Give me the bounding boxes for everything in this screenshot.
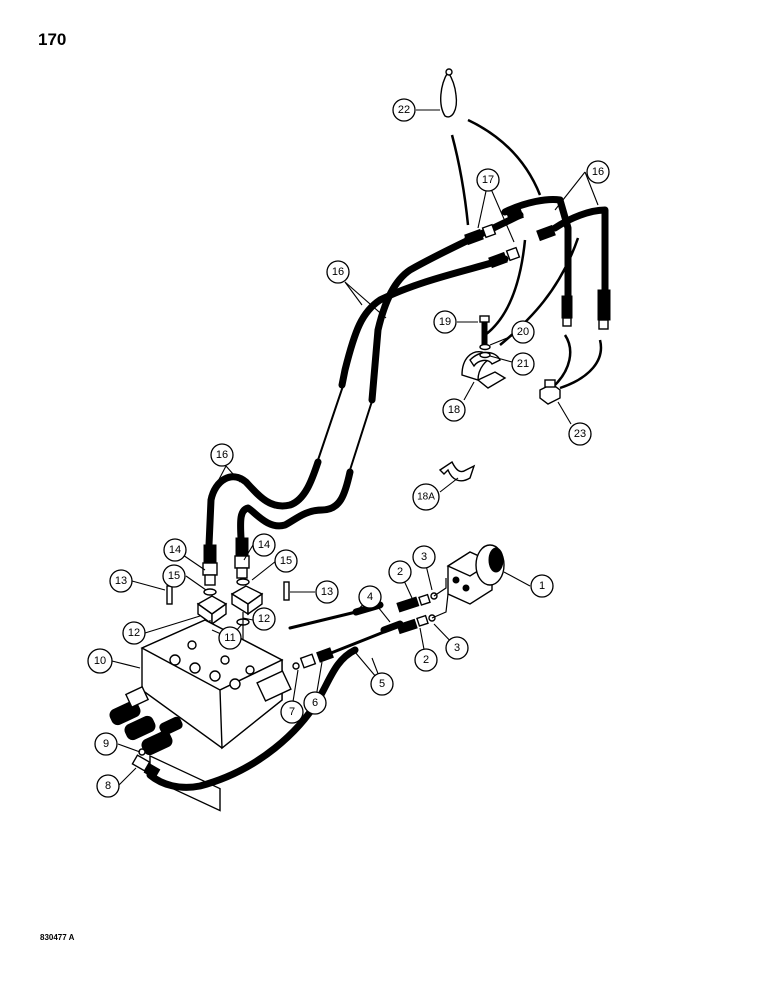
callout-19: 19 (433, 310, 457, 334)
svg-text:18A: 18A (417, 492, 435, 503)
svg-text:13: 13 (115, 575, 127, 587)
svg-text:17: 17 (482, 174, 494, 186)
callout-14: 14 (252, 533, 276, 557)
callout-3: 3 (412, 545, 436, 569)
svg-text:6: 6 (312, 697, 318, 709)
callout-1: 1 (530, 574, 554, 598)
callout-16: 16 (586, 160, 610, 184)
callout-15: 15 (274, 549, 298, 573)
svg-text:19: 19 (439, 316, 451, 328)
callout-2: 2 (388, 560, 412, 584)
callout-15: 15 (162, 564, 186, 588)
svg-text:13: 13 (321, 586, 333, 598)
callout-11: 11 (218, 626, 242, 650)
callout-8: 8 (96, 774, 120, 798)
svg-text:18: 18 (448, 404, 460, 416)
svg-text:4: 4 (367, 591, 373, 603)
callout-23: 23 (568, 422, 592, 446)
callout-18a: 18A (412, 483, 440, 511)
svg-text:16: 16 (592, 166, 604, 178)
figure-code: 830477 A (40, 933, 75, 942)
cap-23 (539, 379, 561, 405)
callout-16: 16 (326, 260, 350, 284)
svg-text:21: 21 (517, 358, 529, 370)
svg-text:3: 3 (421, 551, 427, 563)
svg-text:11: 11 (224, 632, 235, 644)
routing-arcs (450, 118, 603, 390)
svg-text:23: 23 (574, 428, 586, 440)
svg-text:12: 12 (128, 627, 140, 639)
svg-text:16: 16 (216, 449, 228, 461)
callout-12: 12 (252, 607, 276, 631)
washers-20-21 (479, 343, 491, 359)
valve-fittings-left (166, 544, 228, 626)
bolt-19 (479, 315, 490, 347)
callout-12: 12 (122, 621, 146, 645)
callout-21: 21 (511, 352, 535, 376)
callout-5: 5 (370, 672, 394, 696)
svg-text:9: 9 (103, 738, 109, 750)
lower-hoses (131, 578, 449, 791)
svg-text:2: 2 (423, 654, 429, 666)
svg-text:8: 8 (105, 780, 111, 792)
callout-13: 13 (315, 580, 339, 604)
svg-text:5: 5 (379, 678, 385, 690)
callout-2: 2 (414, 648, 438, 672)
svg-text:22: 22 (398, 104, 410, 116)
svg-text:7: 7 (289, 706, 295, 718)
callout-6: 6 (303, 691, 327, 715)
callout-13: 13 (109, 569, 133, 593)
svg-text:20: 20 (517, 326, 529, 338)
svg-text:14: 14 (258, 539, 270, 551)
callout-3: 3 (445, 636, 469, 660)
callout-22: 22 (392, 98, 416, 122)
svg-text:16: 16 (332, 266, 344, 278)
hose-strap-22 (440, 68, 458, 118)
svg-text:15: 15 (280, 555, 292, 567)
svg-text:10: 10 (94, 655, 106, 667)
svg-text:14: 14 (169, 544, 181, 556)
motor-1 (446, 544, 505, 605)
svg-text:15: 15 (168, 570, 180, 582)
callout-10: 10 (87, 648, 113, 674)
clamp-18 (461, 351, 507, 389)
callout-17: 17 (476, 168, 500, 192)
svg-text:3: 3 (454, 642, 460, 654)
svg-text:12: 12 (258, 613, 270, 625)
callout-4: 4 (358, 585, 382, 609)
callout-20: 20 (511, 320, 535, 344)
clamp-18a (438, 460, 476, 482)
svg-text:1: 1 (539, 580, 545, 592)
callout-14: 14 (163, 538, 187, 562)
callout-18: 18 (442, 398, 466, 422)
callout-7: 7 (280, 700, 304, 724)
control-valve-10 (109, 619, 292, 812)
upper-hoses (205, 196, 611, 549)
svg-text:2: 2 (397, 566, 403, 578)
callout-9: 9 (94, 732, 118, 756)
callout-16: 16 (210, 443, 234, 467)
page-number: 170 (38, 30, 67, 49)
